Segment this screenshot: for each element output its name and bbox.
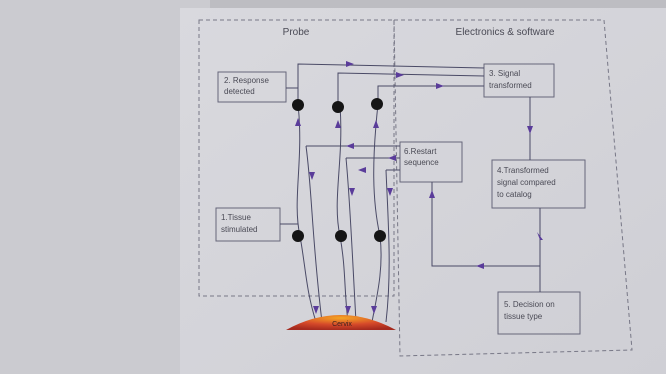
stimulator-node-3 — [374, 230, 386, 242]
step-restart-line2: sequence — [404, 158, 439, 167]
step-decision-line2: tissue type — [504, 312, 543, 321]
step-compared-line1: 4.Transformed — [497, 166, 549, 175]
step-tissue-line2: stimulated — [221, 225, 257, 234]
detector-node-3 — [371, 98, 383, 110]
paper-sheet — [180, 8, 666, 374]
electronics-header: Electronics & software — [456, 27, 555, 38]
cervix-label: Cervix — [332, 321, 352, 328]
detector-node-1 — [292, 99, 304, 111]
step-signal-box: 3. Signal transformed — [483, 63, 555, 98]
stimulator-node-1 — [292, 230, 304, 242]
step-compared-line2: signal compared — [497, 178, 556, 187]
step-restart-box: 6.Restart sequence — [399, 141, 463, 183]
electronics-section-border — [393, 19, 633, 357]
flow-arrows — [295, 61, 543, 314]
step-tissue-line1: 1.Tissue — [221, 213, 251, 222]
stimulator-node-2 — [335, 230, 347, 242]
step-decision-line1: 5. Decision on — [504, 300, 555, 309]
probe-nodes — [292, 98, 386, 242]
step-response-line2: detected — [224, 87, 255, 96]
step-signal-line1: 3. Signal — [489, 69, 520, 78]
left-shadow — [0, 0, 210, 374]
detector-node-2 — [332, 101, 344, 113]
signal-route-lines — [280, 63, 541, 292]
step-signal-line2: transformed — [489, 81, 532, 90]
probe-header: Probe — [283, 27, 310, 38]
step-compared-box: 4.Transformed signal compared to catalog — [491, 159, 586, 209]
step-restart-line1: 6.Restart — [404, 147, 437, 156]
step-compared-line3: to catalog — [497, 190, 532, 199]
step-decision-box: 5. Decision on tissue type — [497, 291, 581, 335]
cervix-shape — [286, 315, 396, 330]
step-response-line1: 2. Response — [224, 76, 269, 85]
step-response-box: 2. Response detected — [217, 71, 287, 103]
